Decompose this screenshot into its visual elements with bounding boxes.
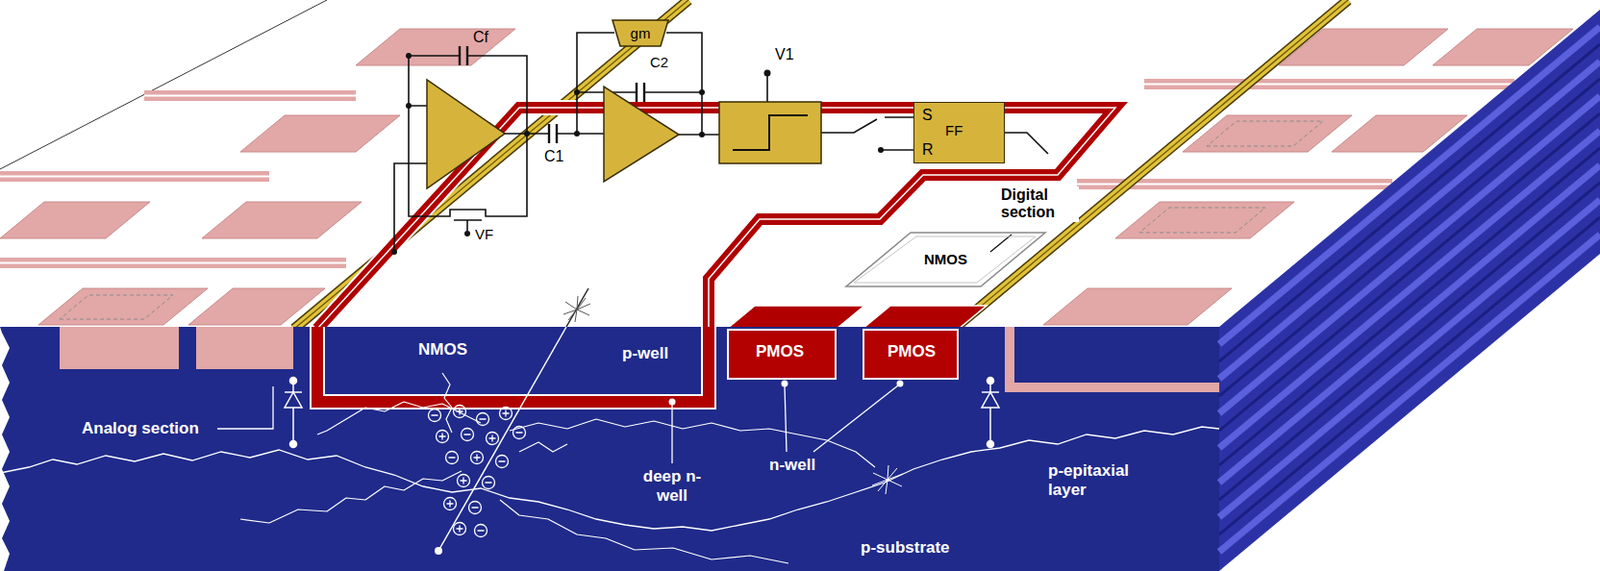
deep-n-well: [317, 326, 709, 402]
n-well-top: [726, 305, 987, 329]
pin-name: R: [922, 141, 934, 159]
region-label: n-well: [769, 455, 816, 475]
capacitor-label: C1: [544, 148, 564, 166]
signal-name: V1: [775, 46, 795, 64]
component-name: gm: [630, 25, 651, 42]
capacitor-label: C2: [650, 53, 669, 71]
n-well-region: PMOS: [726, 328, 837, 380]
comparator-box: [719, 101, 822, 164]
pin-name: S: [922, 106, 933, 125]
p-well-region: NMOS p-well: [324, 326, 703, 397]
leader-line: [217, 385, 899, 464]
leader-dot: [669, 380, 904, 406]
transistor-type: PMOS: [755, 342, 804, 362]
layer-boundary: [0, 426, 1220, 531]
particle-track: [434, 288, 903, 555]
region-label: p-substrate: [860, 538, 950, 558]
n-well-region: PMOS: [862, 328, 959, 380]
region-name: p-well: [622, 344, 669, 364]
substrate-front: [0, 326, 1220, 571]
region-label: p-epitaxial layer: [1048, 461, 1164, 500]
component-name: FF: [945, 122, 963, 139]
leader-line: [990, 234, 1012, 252]
side-stripes: [1219, 26, 1600, 552]
circuit-wire: [394, 32, 1049, 252]
metal-bus: [0, 78, 1515, 269]
wire-junction: [391, 52, 884, 255]
signal-name: VF: [475, 225, 494, 243]
substrate-side: [1219, 9, 1600, 571]
diode-symbol: [284, 377, 1000, 449]
region-label: deep n-well: [634, 467, 710, 505]
digital-nmos-region: NMOS: [846, 232, 1046, 287]
transistor-type: NMOS: [924, 250, 968, 268]
deep-n-well: [317, 326, 709, 402]
pad-cross-section: [1009, 326, 1220, 388]
diffusion-path: [240, 373, 875, 564]
transistor-type: PMOS: [887, 342, 936, 362]
transistor-type: NMOS: [418, 340, 468, 360]
transconductor-box: gm: [612, 20, 669, 47]
comparator-step: [732, 115, 808, 150]
yellow-bus-line: [294, 0, 1349, 329]
section-label: Analog section: [81, 419, 200, 439]
capacitor-label: Cf: [473, 28, 489, 47]
amplifier-symbol: [426, 79, 679, 189]
flip-flop-box: S FF R: [913, 101, 1005, 164]
pad-outline: [59, 121, 1324, 320]
pad-cross-section: [59, 326, 294, 370]
section-label: Digital section: [1000, 186, 1079, 223]
